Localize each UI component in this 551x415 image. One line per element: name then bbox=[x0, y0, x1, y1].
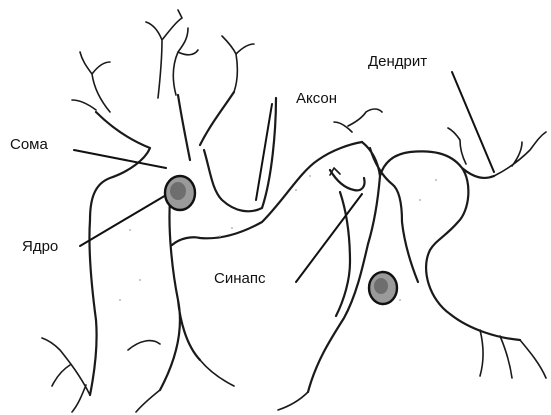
label-synapse: Синапс bbox=[214, 270, 266, 287]
right-neuron-membrane bbox=[308, 142, 520, 392]
left-neuron-dendrites bbox=[42, 10, 254, 412]
label-dendrite: Дендрит bbox=[368, 53, 427, 70]
pointer-axon bbox=[256, 104, 272, 200]
left-neuron-membrane bbox=[89, 92, 276, 395]
pointer-soma bbox=[74, 150, 166, 168]
left-nucleus-core bbox=[170, 182, 186, 200]
label-axon: Аксон bbox=[296, 90, 337, 107]
pointer-nucleus bbox=[80, 188, 178, 246]
pointer-synapse bbox=[296, 194, 362, 282]
right-nucleus-core bbox=[374, 278, 388, 294]
label-soma: Сома bbox=[10, 136, 48, 153]
label-nucleus: Ядро bbox=[22, 238, 58, 255]
synaptic-terminal bbox=[330, 170, 365, 316]
pointer-dendrite bbox=[452, 72, 494, 172]
